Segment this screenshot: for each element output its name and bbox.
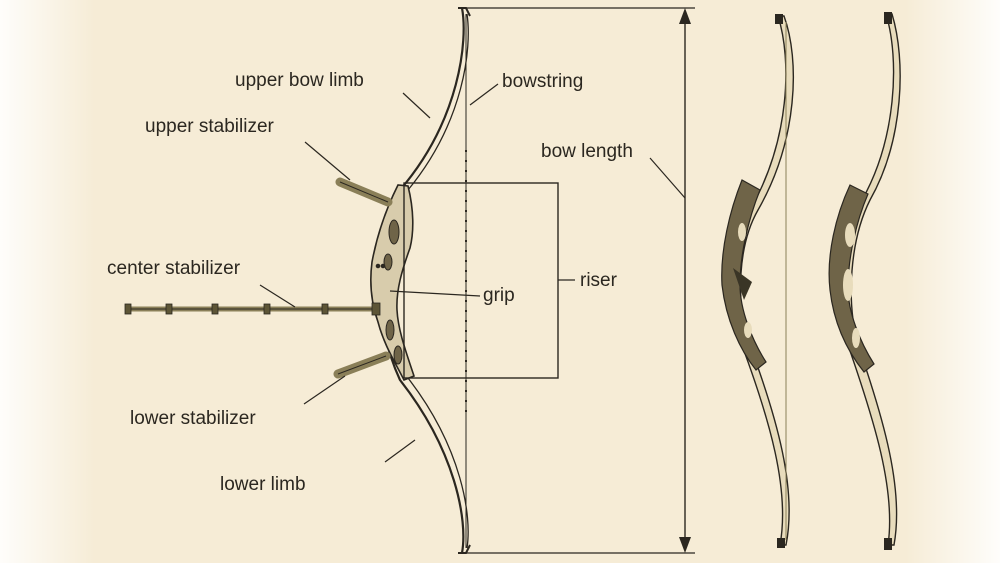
side-bow-tip	[777, 538, 785, 548]
riser-shape	[370, 184, 415, 382]
riser-cutout	[383, 253, 393, 271]
lower-limb-leader	[384, 439, 416, 463]
side-bow-grip	[733, 268, 752, 300]
riser-cutout	[388, 219, 400, 245]
upper-stabilizer-core	[339, 181, 389, 203]
bowstring-leader	[469, 83, 499, 106]
side-bow-cutout	[744, 322, 752, 338]
diagram-bow	[124, 7, 695, 554]
bow-length-label: bow length	[541, 141, 633, 162]
grip-label: grip	[483, 285, 515, 306]
upper-bow-limb-leader	[402, 92, 431, 119]
lower-stabilizer-core	[337, 355, 387, 375]
front-bow-cutout	[845, 223, 855, 247]
upper-bow-limb-label: upper bow limb	[235, 70, 364, 91]
sight-hole	[375, 263, 381, 269]
center-stabilizer-label: center stabilizer	[107, 258, 241, 279]
lower-limb-label: lower limb	[220, 474, 306, 495]
upper-stabilizer-label: upper stabilizer	[145, 116, 274, 137]
bow-length-leader	[649, 157, 686, 199]
grip-leader	[389, 290, 481, 297]
front-bow-riser	[828, 184, 875, 373]
front-bow-cutout	[852, 328, 860, 348]
riser-cutout	[393, 345, 403, 365]
front-bow-tip	[884, 538, 892, 550]
bow-length-arrow-down	[679, 537, 691, 553]
right-vignette	[905, 0, 1000, 563]
bowstring-label: bowstring	[502, 71, 584, 92]
upper-stabilizer-leader	[304, 141, 351, 181]
bow-length-arrow-up	[679, 8, 691, 24]
riser-box	[403, 182, 559, 379]
photo-bow-front	[828, 12, 901, 550]
riser-cutout	[385, 319, 395, 341]
riser-label: riser	[580, 270, 617, 291]
center-stabilizer-weights	[124, 302, 381, 316]
front-bow-cutout	[843, 269, 853, 301]
side-bow-riser	[721, 179, 767, 371]
side-bow-cutout	[738, 223, 746, 241]
left-vignette	[0, 0, 95, 563]
front-bow-tip	[884, 12, 892, 24]
side-bow-tip	[775, 14, 783, 24]
lower-stabilizer-leader	[303, 375, 346, 405]
sight-hole	[380, 263, 386, 269]
photo-bow-side	[721, 14, 794, 548]
center-stabilizer-leader	[259, 284, 296, 308]
lower-stabilizer-label: lower stabilizer	[130, 408, 256, 429]
